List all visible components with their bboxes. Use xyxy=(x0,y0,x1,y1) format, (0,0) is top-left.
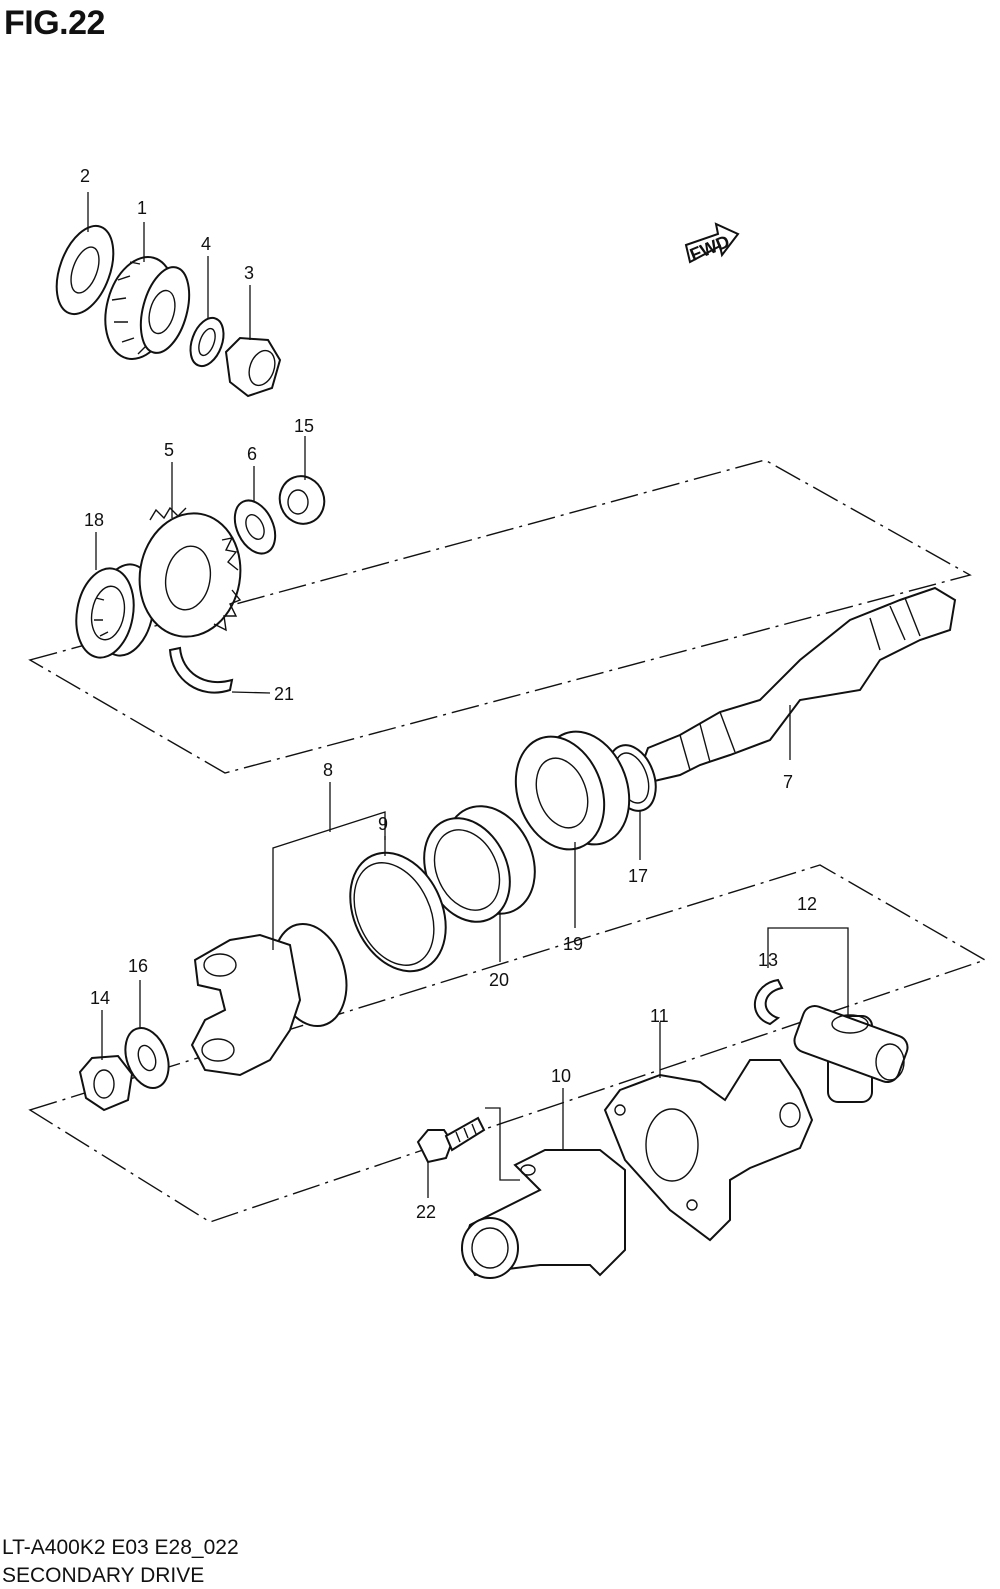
oil-seal-part-20 xyxy=(423,805,536,923)
dust-ring-part-9 xyxy=(349,851,447,973)
callout-19: 19 xyxy=(563,934,583,954)
callout-1: 1 xyxy=(137,198,147,218)
flange-part-10 xyxy=(460,1149,626,1279)
ring-part-15 xyxy=(278,475,326,525)
callout-12: 12 xyxy=(797,894,817,914)
bearing-part-19 xyxy=(514,730,631,851)
callout-15: 15 xyxy=(294,416,314,436)
yoke-part-8 xyxy=(190,922,348,1077)
washer-part-6 xyxy=(233,499,277,555)
callout-3: 3 xyxy=(244,263,254,283)
callout-13: 13 xyxy=(758,950,778,970)
figure-caption: SECONDARY DRIVE xyxy=(2,1564,205,1587)
shaft-part-7 xyxy=(638,586,957,784)
assembly-outline-lower xyxy=(28,864,987,1223)
washer-part-4 xyxy=(189,316,225,368)
callout-numbers: 2 1 4 3 15 5 6 18 21 7 8 9 17 19 20 12 1… xyxy=(80,166,817,1222)
circlip-part-21 xyxy=(168,646,234,694)
callout-14: 14 xyxy=(90,988,110,1008)
callout-22: 22 xyxy=(416,1202,436,1222)
callout-21: 21 xyxy=(274,684,294,704)
washer-part-16 xyxy=(124,1027,170,1089)
callout-2: 2 xyxy=(80,166,90,186)
callout-9: 9 xyxy=(378,814,388,834)
fwd-arrow-icon: FWD xyxy=(684,222,740,265)
bolt-part-22 xyxy=(416,1116,486,1164)
figure-title: FIG.22 xyxy=(4,4,105,42)
assembly-outline-upper xyxy=(28,459,972,774)
universal-joint-part-12 xyxy=(793,1005,909,1103)
callout-10: 10 xyxy=(551,1066,571,1086)
model-code: LT-A400K2 E03 E28_022 xyxy=(2,1536,239,1559)
circlip-part-13 xyxy=(753,978,784,1026)
leader-lines xyxy=(87,192,849,1198)
callout-11: 11 xyxy=(650,1006,669,1026)
flange-yoke-part-11 xyxy=(603,1059,814,1242)
callout-6: 6 xyxy=(247,444,257,464)
callout-16: 16 xyxy=(128,956,148,976)
callout-7: 7 xyxy=(783,772,793,792)
callout-18: 18 xyxy=(84,510,104,530)
gear-part-5 xyxy=(138,506,242,638)
nut-part-3 xyxy=(224,336,282,398)
callout-17: 17 xyxy=(628,866,648,886)
callout-8: 8 xyxy=(323,760,333,780)
callout-5: 5 xyxy=(164,440,174,460)
callout-20: 20 xyxy=(489,970,509,990)
callout-4: 4 xyxy=(201,234,211,254)
washer-part-2 xyxy=(55,224,115,316)
nut-part-14 xyxy=(78,1054,134,1112)
bevel-gear-part-1 xyxy=(104,256,191,360)
